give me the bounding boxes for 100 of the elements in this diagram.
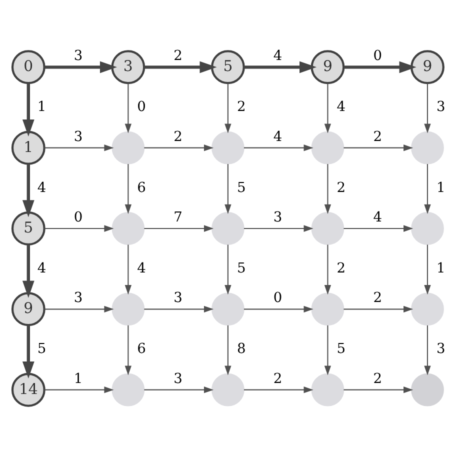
arrow	[44, 386, 114, 394]
node-circle	[311, 373, 344, 406]
edge-label: 3	[174, 290, 182, 306]
edge-label: 3	[273, 209, 282, 226]
edge-label: 3	[74, 128, 83, 145]
edge-label: 2	[373, 370, 382, 387]
edge-label: 7	[174, 209, 182, 226]
edge-label: 2	[336, 260, 346, 276]
arrow	[324, 325, 332, 376]
edge-label: 1	[37, 99, 46, 116]
arrow	[244, 144, 314, 152]
arrow	[144, 61, 217, 74]
node-circle	[112, 131, 145, 164]
arrow	[124, 325, 132, 376]
node-circle: 14	[11, 372, 46, 407]
arrow	[22, 325, 34, 378]
arrow	[224, 244, 232, 295]
edge-label: 2	[236, 99, 246, 116]
node-circle	[311, 292, 344, 326]
arrow	[424, 244, 431, 295]
node-circle: 9	[11, 292, 46, 326]
arrow	[224, 164, 232, 214]
arrow	[424, 83, 431, 134]
arrow	[44, 144, 114, 152]
edge-label: 1	[436, 260, 446, 276]
arrow	[344, 386, 414, 394]
node-circle	[411, 131, 444, 164]
arrow	[124, 244, 132, 295]
arrow	[124, 83, 132, 134]
arrow	[22, 244, 34, 298]
node-circle	[411, 292, 444, 326]
arrow	[124, 164, 132, 214]
edge-label: 4	[37, 180, 46, 196]
arrow	[244, 306, 314, 313]
edge-label: 1	[74, 370, 83, 387]
node-circle	[212, 212, 244, 245]
arrow	[324, 83, 332, 134]
edge-label: 5	[236, 180, 246, 196]
node-circle: 5	[11, 212, 46, 246]
edge-label: 4	[273, 128, 282, 145]
edge-label: 4	[137, 260, 146, 276]
edge-label: 0	[137, 99, 146, 116]
node-circle: 5	[210, 50, 245, 84]
edge-label: 5	[236, 260, 246, 276]
edge-label: 5	[37, 341, 46, 358]
arrow	[244, 225, 314, 232]
node-circle	[212, 131, 244, 164]
node-circle: 1	[11, 130, 46, 165]
edge-label: 2	[373, 290, 382, 306]
edge-label: 0	[74, 209, 83, 226]
node-circle	[112, 212, 145, 245]
edge-label: 3	[436, 99, 446, 116]
arrow	[344, 61, 416, 74]
edge-label: 2	[336, 180, 346, 196]
node-circle: 3	[111, 50, 146, 84]
node-circle: 9	[410, 50, 444, 84]
arrow	[22, 164, 34, 218]
edge-label: 3	[436, 341, 446, 358]
arrow	[44, 225, 114, 232]
edge-label: 3	[174, 370, 182, 387]
arrow	[44, 306, 114, 313]
arrow	[244, 61, 317, 74]
edge-label: 6	[137, 341, 146, 358]
edge-label: 5	[336, 341, 346, 358]
edge-label: 3	[74, 290, 83, 306]
node-circle: 0	[11, 50, 46, 84]
node-circle	[311, 212, 344, 245]
edge-label: 2	[174, 128, 182, 145]
arrow	[424, 325, 431, 376]
node-circle: 9	[310, 50, 345, 84]
arrow	[244, 386, 314, 394]
arrow	[144, 306, 214, 313]
arrow	[344, 225, 414, 232]
arrow	[324, 244, 332, 295]
edge-label: 4	[336, 99, 346, 116]
arrow	[22, 83, 34, 136]
edge-label: 4	[373, 209, 382, 226]
arrow	[344, 306, 414, 313]
node-circle	[411, 212, 444, 245]
edge-label: 2	[174, 48, 182, 64]
arrow	[424, 164, 431, 214]
edge-label: 1	[436, 180, 446, 196]
edge-label: 4	[37, 260, 46, 276]
edge-label: 2	[273, 370, 282, 387]
edge-label: 3	[74, 48, 83, 64]
edge-label: 0	[373, 48, 382, 64]
node-circle	[112, 292, 145, 326]
edge-label: 2	[373, 128, 382, 145]
edge-label: 0	[273, 290, 282, 306]
arrow	[324, 164, 332, 214]
node-circle	[212, 373, 244, 406]
arrow	[144, 386, 214, 394]
arrow	[144, 225, 214, 232]
node-circle	[112, 373, 145, 406]
arrow	[224, 325, 232, 376]
edge-label: 8	[236, 341, 246, 358]
arrow	[44, 61, 117, 74]
node-circle	[212, 292, 244, 326]
arrow	[224, 83, 232, 134]
node-circle	[311, 131, 344, 164]
